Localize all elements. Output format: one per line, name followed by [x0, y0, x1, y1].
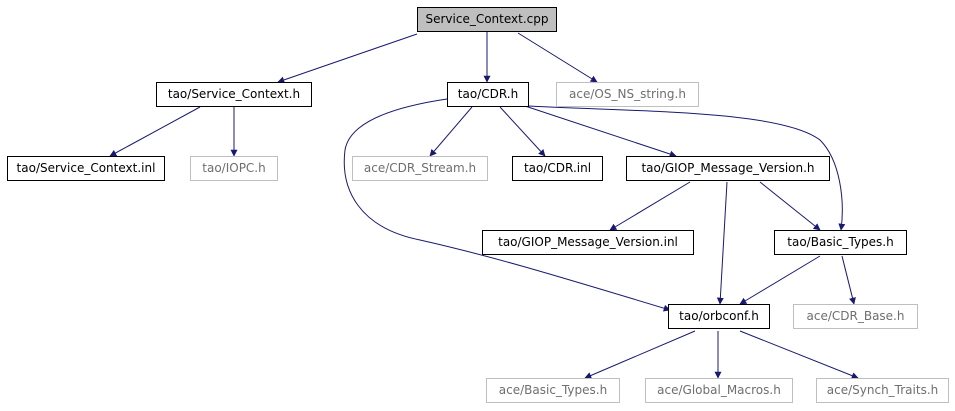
node-ace-cdr-base-h[interactable]: ace/CDR_Base.h [793, 304, 918, 329]
edge-orbconf-h-to-synch-traits-h [739, 330, 859, 379]
node-ace-os-ns-string-h[interactable]: ace/OS_NS_string.h [556, 82, 699, 107]
edge-cpp-to-os-ns-string-h [517, 32, 598, 83]
edge-giop-h-to-giop-inl [609, 181, 691, 231]
edge-cdr-h-to-cdr-inl [499, 106, 546, 157]
node-tao-cdr-inl[interactable]: tao/CDR.inl [512, 156, 603, 181]
edge-cdr-h-to-orbconf-h [343, 98, 671, 312]
node-ace-global-macros-h[interactable]: ace/Global_Macros.h [645, 378, 793, 403]
node-tao-basic-types-h[interactable]: tao/Basic_Types.h [774, 230, 907, 255]
node-tao-giop-message-version-inl[interactable]: tao/GIOP_Message_Version.inl [482, 230, 694, 255]
edge-giop-h-to-orbconf-h [716, 181, 728, 305]
node-tao-iopc-h[interactable]: tao/IOPC.h [190, 156, 278, 181]
edge-orbconf-h-to-ace-basic-types-h [584, 330, 696, 379]
edge-basic-types-h-to-cdr-base-h [841, 255, 856, 305]
edge-cpp-to-service-context-h [277, 33, 418, 84]
node-tao-orbconf-h[interactable]: tao/orbconf.h [668, 304, 770, 329]
edge-basic-types-h-to-orbconf-h [739, 255, 821, 305]
edge-service-context-h-to-inl [109, 106, 201, 157]
node-tao-service-context-inl[interactable]: tao/Service_Context.inl [7, 156, 165, 181]
node-tao-service-context-h[interactable]: tao/Service_Context.h [156, 82, 312, 107]
node-tao-giop-message-version-h[interactable]: tao/GIOP_Message_Version.h [626, 156, 830, 181]
node-tao-cdr-h[interactable]: tao/CDR.h [447, 82, 529, 107]
node-service-context-cpp[interactable]: Service_Context.cpp [417, 7, 557, 32]
edge-cdr-h-to-cdr-stream-h [429, 106, 473, 157]
edge-cdr-h-to-giop-message-version-h [524, 105, 677, 158]
node-ace-basic-types-h[interactable]: ace/Basic_Types.h [486, 378, 620, 403]
edge-cdr-h-to-basic-types-h [528, 105, 846, 231]
node-ace-cdr-stream-h[interactable]: ace/CDR_Stream.h [352, 156, 488, 181]
node-ace-synch-traits-h[interactable]: ace/Synch_Traits.h [816, 378, 949, 403]
edge-giop-h-to-basic-types-h [759, 181, 821, 231]
